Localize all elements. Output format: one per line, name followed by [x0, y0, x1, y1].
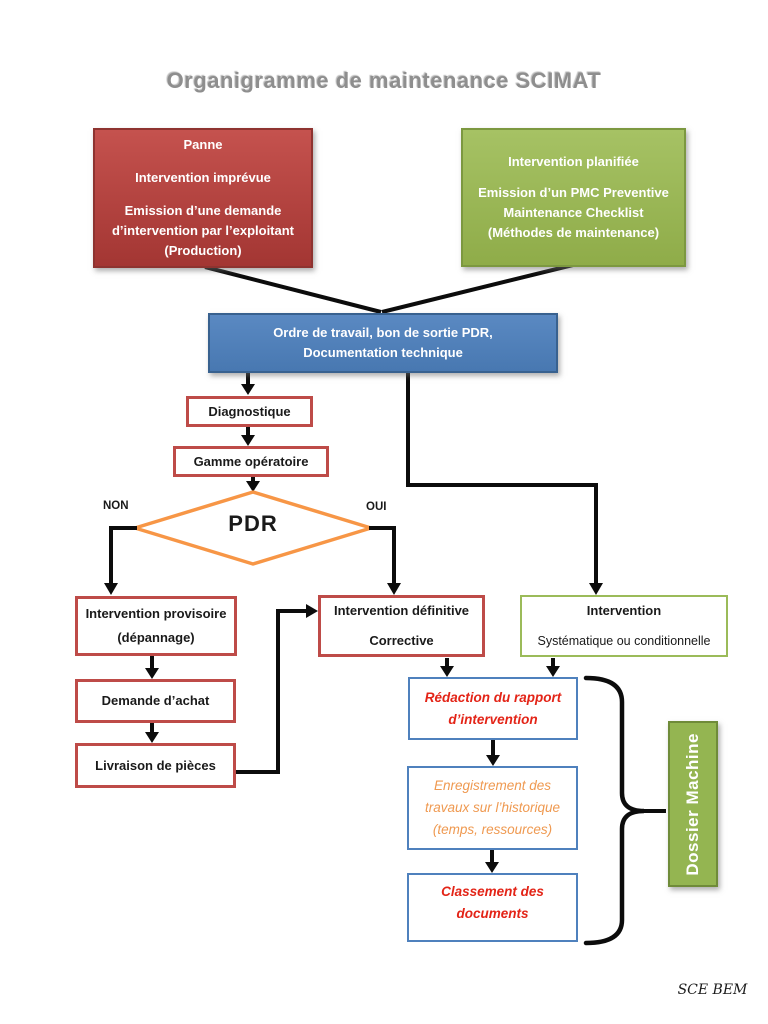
node-demande-label: Demande d’achat: [101, 693, 210, 708]
connector-livraison-to-definitive: [236, 609, 306, 774]
node-classement-documents: Classement des documents: [407, 873, 578, 942]
arrowhead: [104, 583, 118, 595]
arrowhead: [440, 666, 454, 677]
arrowhead: [589, 583, 603, 595]
arrowhead: [387, 583, 401, 595]
node-provisoire-line: (dépannage): [117, 630, 195, 645]
arrowhead: [485, 862, 499, 873]
arrowhead: [241, 384, 255, 395]
node-intervention-planifiee: Intervention planifiée Emission d’un PMC…: [461, 128, 686, 267]
node-panne-line: d’intervention par l’exploitant: [111, 223, 295, 238]
node-enregistrement-line: (temps, ressources): [432, 822, 553, 837]
node-planifiee-line: Maintenance Checklist: [503, 205, 644, 220]
node-provisoire-line: Intervention provisoire: [85, 606, 227, 621]
node-redaction-line: Rédaction du rapport: [424, 689, 562, 705]
node-enregistrement-travaux: Enregistrement des travaux sur l’histori…: [407, 766, 578, 850]
node-livraison-label: Livraison de pièces: [95, 757, 216, 773]
node-definitive-line: Corrective: [369, 633, 434, 648]
signature-sce-bem: SCE BEM: [677, 982, 748, 998]
decision-no-label: NON: [103, 500, 129, 512]
node-demande-achat: Demande d’achat: [75, 679, 236, 723]
node-definitive-line: Intervention définitive: [333, 603, 470, 618]
node-planifiee-line: Intervention planifiée: [508, 154, 639, 169]
connector-panne-to-ordre: [204, 265, 382, 314]
page-title: Organigramme de maintenance SCIMAT: [166, 68, 602, 93]
node-redaction-line: d’intervention: [448, 711, 538, 727]
node-panne-line: (Production): [164, 243, 242, 258]
node-panne-line: Emission d’une demande: [124, 203, 282, 218]
node-redaction-rapport: Rédaction du rapport d’intervention: [408, 677, 578, 740]
node-intervention-definitive: Intervention définitive Corrective: [318, 595, 485, 657]
node-planifiee-line: Emission d’un PMC Preventive: [478, 185, 669, 200]
node-ordre-line: Documentation technique: [303, 345, 463, 360]
arrowhead: [145, 668, 159, 679]
node-planifiee-line: (Méthodes de maintenance): [487, 225, 660, 240]
arrowhead: [145, 732, 159, 743]
arrowhead: [546, 666, 560, 677]
node-panne: Panne Intervention imprévue Emission d’u…: [93, 128, 313, 268]
node-diagnostique: Diagnostique: [186, 396, 313, 427]
node-enregistrement-line: Enregistrement des: [433, 778, 552, 793]
node-classement-line: Classement des: [441, 884, 544, 899]
node-dossier-label: Dossier Machine: [683, 732, 702, 876]
node-enregistrement-line: travaux sur l’historique: [424, 800, 561, 815]
arrowhead: [306, 604, 318, 618]
node-intervention-systematique: Intervention Systématique ou conditionne…: [520, 595, 728, 657]
connector-ordre-to-systematique: [406, 373, 598, 583]
decision-pdr-label: PDR: [228, 511, 278, 536]
node-gamme-label: Gamme opératoire: [193, 453, 309, 469]
node-ordre-line: Ordre de travail, bon de sortie PDR,: [273, 325, 493, 340]
node-systematique-line: Systématique ou conditionnelle: [537, 634, 711, 648]
node-gamme-operatoire: Gamme opératoire: [173, 446, 329, 477]
node-intervention-provisoire: Intervention provisoire (dépannage): [75, 596, 237, 656]
node-panne-line: Intervention imprévue: [135, 170, 271, 185]
brace-dossier-machine: [583, 675, 645, 946]
node-systematique-line: Intervention: [586, 603, 662, 618]
arrowhead: [246, 481, 260, 492]
node-classement-line: documents: [456, 906, 529, 921]
node-panne-line: Panne: [183, 137, 223, 152]
node-livraison-pieces: Livraison de pièces: [75, 743, 236, 788]
node-diagnostique-label: Diagnostique: [208, 403, 291, 419]
connector-planifiee-to-ordre: [381, 262, 578, 314]
node-dossier-machine: Dossier Machine: [668, 721, 718, 887]
connector-pdr-non: [109, 526, 137, 583]
decision-yes-label: OUI: [366, 501, 387, 513]
arrowhead: [486, 755, 500, 766]
connector-pdr-oui: [369, 526, 396, 583]
node-ordre-de-travail: Ordre de travail, bon de sortie PDR, Doc…: [208, 313, 558, 373]
arrowhead: [241, 435, 255, 446]
